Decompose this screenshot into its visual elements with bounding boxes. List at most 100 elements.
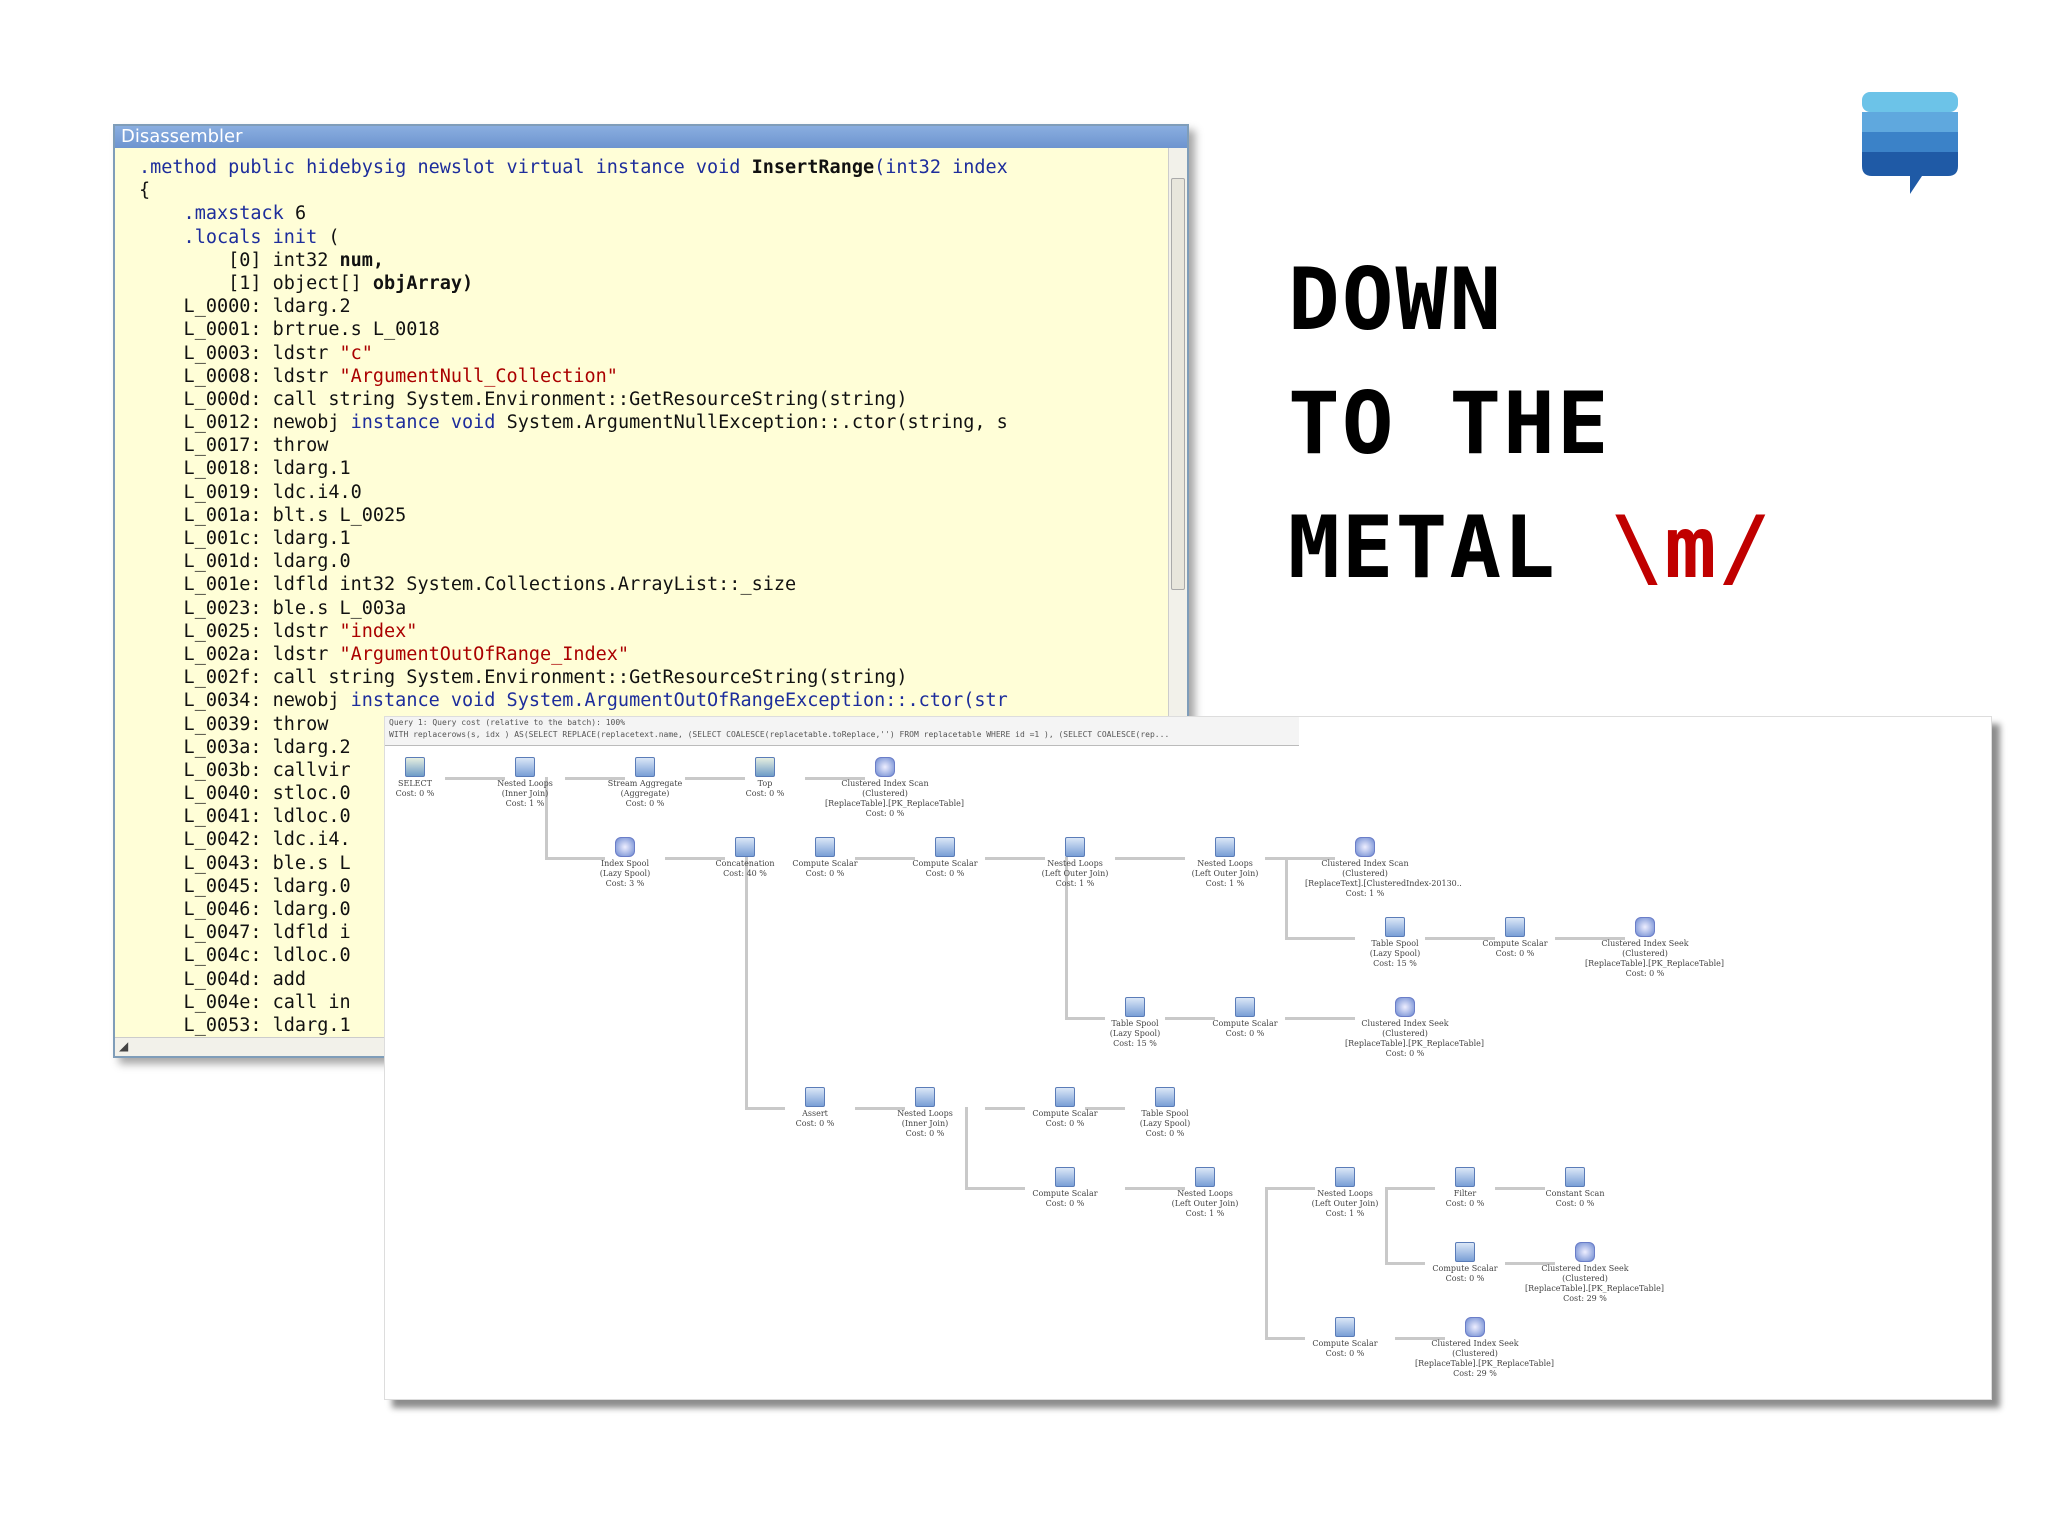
plan-connector: [985, 857, 1045, 860]
code-token: L_000d: call string System.Environment::…: [139, 388, 908, 410]
operator-label: Nested Loops: [1047, 859, 1103, 868]
plan-connector: [855, 857, 915, 860]
plan-node[interactable]: Index Spool(Lazy Spool) Cost: 3 %: [565, 837, 685, 889]
plan-node[interactable]: Nested Loops(Left Outer Join) Cost: 1 %: [1165, 837, 1285, 889]
code-token: L_0001: brtrue.s L_0018: [139, 319, 440, 341]
code-token: L_0018: ldarg.1: [139, 458, 351, 480]
operator-cost: [ReplaceTable].[PK_ReplaceTable] Cost: 0…: [1345, 1039, 1485, 1058]
plan-node[interactable]: Stream Aggregate(Aggregate) Cost: 0 %: [585, 757, 705, 809]
code-token: L_0003: ldstr: [139, 342, 340, 364]
plan-connector: [1555, 937, 1625, 940]
code-token: num,: [339, 249, 385, 271]
plan-node[interactable]: Clustered Index Seek (Clustered)[Replace…: [1585, 917, 1724, 979]
code-token: L_0025: ldstr: [139, 620, 340, 642]
plan-node[interactable]: Nested Loops(Inner Join) Cost: 0 %: [865, 1087, 985, 1139]
plan-node[interactable]: Clustered Index Seek (Clustered)[Replace…: [1525, 1242, 1665, 1304]
operator-cost: Cost: 0 %: [395, 789, 435, 798]
operator-icon: [1055, 1087, 1075, 1107]
scrollbar-thumb[interactable]: [1171, 178, 1185, 590]
code-line: L_0040: stloc.0: [139, 782, 1169, 805]
code-line: .maxstack 6: [139, 202, 1169, 225]
operator-cost: Cost: 0 %: [745, 789, 785, 798]
operator-label: Compute Scalar: [1312, 1339, 1378, 1348]
plan-connector: [685, 777, 745, 780]
code-token: [0] int32: [139, 249, 340, 271]
code-token: [1] object[]: [139, 272, 373, 294]
operator-icon: [1395, 997, 1415, 1017]
code-line: L_0053: ldarg.1: [139, 1014, 1169, 1037]
plan-node[interactable]: Table Spool(Lazy Spool) Cost: 0 %: [1105, 1087, 1225, 1139]
code-token: L_0042: ldc.i4.: [139, 829, 351, 851]
operator-icon: [875, 757, 895, 777]
plan-node[interactable]: Clustered Index Scan (Clustered)[Replace…: [825, 757, 964, 819]
code-line: {: [139, 179, 1169, 202]
code-line: .locals init (: [139, 226, 1169, 249]
operator-icon: [1055, 1167, 1075, 1187]
operator-label: Nested Loops: [1177, 1189, 1233, 1198]
code-token: L_004e: call in: [139, 991, 351, 1013]
operator-icon: [935, 837, 955, 857]
plan-node[interactable]: Nested Loops(Left Outer Join) Cost: 1 %: [1015, 837, 1135, 889]
code-line: L_0018: ldarg.1: [139, 457, 1169, 480]
operator-icon: [1335, 1317, 1355, 1337]
plan-node[interactable]: Table Spool(Lazy Spool) Cost: 15 %: [1075, 997, 1195, 1049]
metal-horns: \m/: [1610, 498, 1773, 598]
plan-node[interactable]: Table Spool(Lazy Spool) Cost: 15 %: [1335, 917, 1455, 969]
code-token: instance void System.ArgumentOutOfRangeE…: [350, 690, 1008, 712]
il-code-view[interactable]: .method public hidebysig newslot virtual…: [115, 148, 1169, 1038]
plan-node[interactable]: Nested Loops(Inner Join) Cost: 1 %: [465, 757, 585, 809]
plan-node[interactable]: Nested Loops(Left Outer Join) Cost: 1 %: [1145, 1167, 1265, 1219]
code-line: L_0023: ble.s L_003a: [139, 597, 1169, 620]
code-token: instance void: [350, 412, 507, 434]
operator-icon: [1465, 1317, 1485, 1337]
operator-cost: [ReplaceTable].[PK_ReplaceTable] Cost: 2…: [1525, 1284, 1665, 1303]
code-line: L_004c: ldloc.0: [139, 944, 1169, 967]
operator-label: Compute Scalar: [1032, 1109, 1098, 1118]
operator-icon: [615, 837, 635, 857]
code-token: L_0000: ldarg.2: [139, 296, 351, 318]
plan-connector: [1265, 1337, 1305, 1340]
operator-label: Compute Scalar: [912, 859, 978, 868]
code-token: L_0045: ldarg.0: [139, 875, 351, 897]
code-token: L_001d: ldarg.0: [139, 551, 351, 573]
plan-node[interactable]: Clustered Index Seek (Clustered)[Replace…: [1415, 1317, 1554, 1379]
plan-node[interactable]: Nested Loops(Left Outer Join) Cost: 1 %: [1285, 1167, 1405, 1219]
code-token: L_004c: ldloc.0: [139, 945, 351, 967]
operator-icon: [1505, 917, 1525, 937]
operator-icon: [1335, 1167, 1355, 1187]
code-token: L_001e: ldfld int32 System.Collections.A…: [139, 574, 797, 596]
code-token: objArray): [372, 272, 474, 294]
code-line: L_0046: ldarg.0: [139, 898, 1169, 921]
operator-icon: [1155, 1087, 1175, 1107]
code-line: L_0042: ldc.i4.: [139, 828, 1169, 851]
operator-icon: [1385, 917, 1405, 937]
plan-connector: [1285, 857, 1288, 937]
plan-connector: [545, 857, 605, 860]
code-token: L_0012: newobj: [139, 412, 351, 434]
code-line: L_000d: call string System.Environment::…: [139, 388, 1169, 411]
plan-connector: [1265, 857, 1335, 860]
plan-node[interactable]: Clustered Index Scan (Clustered)[Replace…: [1305, 837, 1462, 899]
code-token: L_0041: ldloc.0: [139, 806, 351, 828]
code-line: L_001e: ldfld int32 System.Collections.A…: [139, 573, 1169, 596]
plan-node[interactable]: Clustered Index Seek (Clustered)[Replace…: [1345, 997, 1485, 1059]
operator-icon: [635, 757, 655, 777]
code-token: L_0023: ble.s L_003a: [139, 597, 407, 619]
operator-label: Clustered Index Seek (Clustered): [1361, 1019, 1449, 1038]
operator-cost: Cost: 0 %: [1045, 1199, 1085, 1208]
resize-grip-icon[interactable]: ◢: [119, 1039, 129, 1053]
